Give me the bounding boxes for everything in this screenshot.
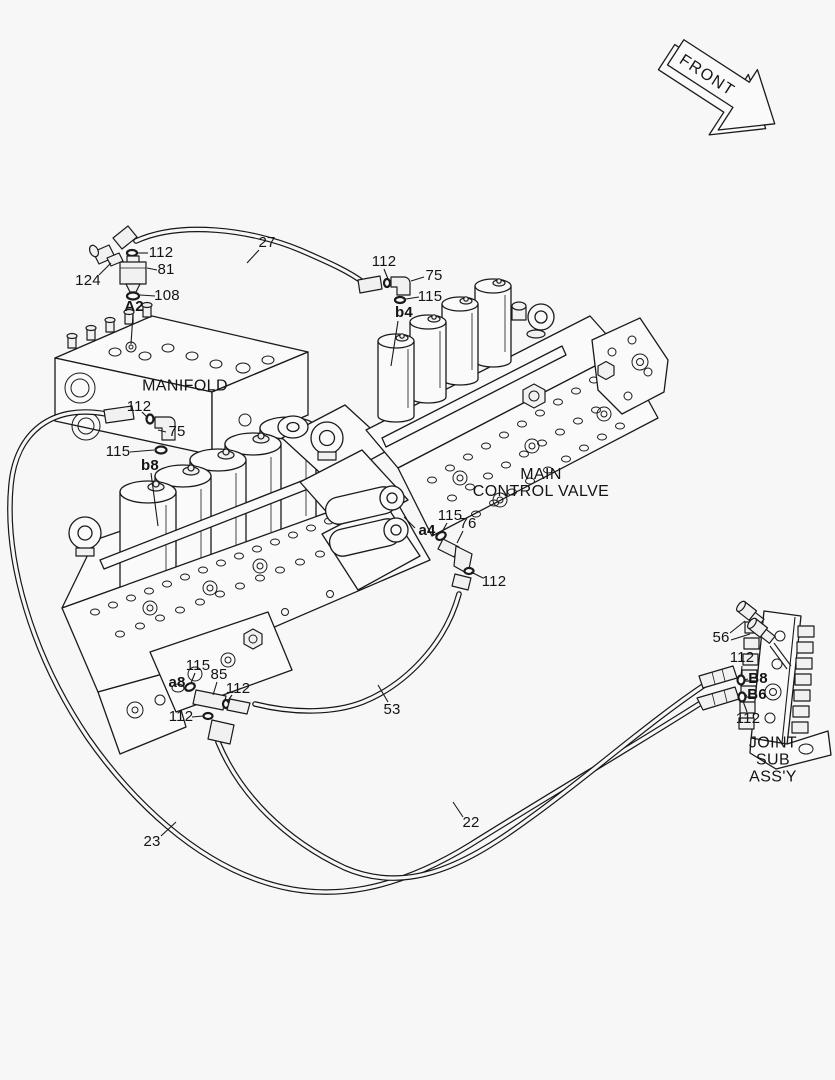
washer-ring — [277, 415, 309, 439]
fitting-56 — [747, 617, 776, 644]
fitting-a4 — [435, 530, 475, 591]
leader-lines — [98, 249, 751, 837]
hoses — [7, 226, 709, 895]
hose-end-nut — [696, 665, 747, 711]
fitting-b4 — [357, 275, 411, 305]
eyebolt-icon — [68, 516, 102, 557]
fitting-124 — [88, 244, 124, 267]
fitting-a2-stack — [88, 225, 147, 301]
hose-22 — [215, 681, 709, 881]
fitting-b8 — [103, 405, 176, 455]
eyebolt-icon — [310, 421, 344, 461]
joint-sub-assembly-drawing — [736, 600, 832, 770]
fitting-a8 — [184, 682, 251, 745]
main-control-valve-upper-drawing — [365, 278, 669, 537]
solenoid-cylinder — [377, 278, 512, 423]
hose-23 — [7, 409, 707, 895]
relief-valve-barrels — [324, 485, 409, 557]
fittings — [88, 225, 747, 745]
valve-mid-section-drawing — [277, 404, 421, 591]
hose-53 — [252, 591, 462, 714]
valve-end-cap — [591, 317, 669, 415]
front-arrow-icon: FRONT — [657, 39, 776, 136]
manifold-top-fittings — [66, 301, 153, 349]
eyebolt-icon — [526, 303, 555, 339]
port-stub — [511, 301, 527, 321]
hose-27 — [133, 226, 367, 286]
